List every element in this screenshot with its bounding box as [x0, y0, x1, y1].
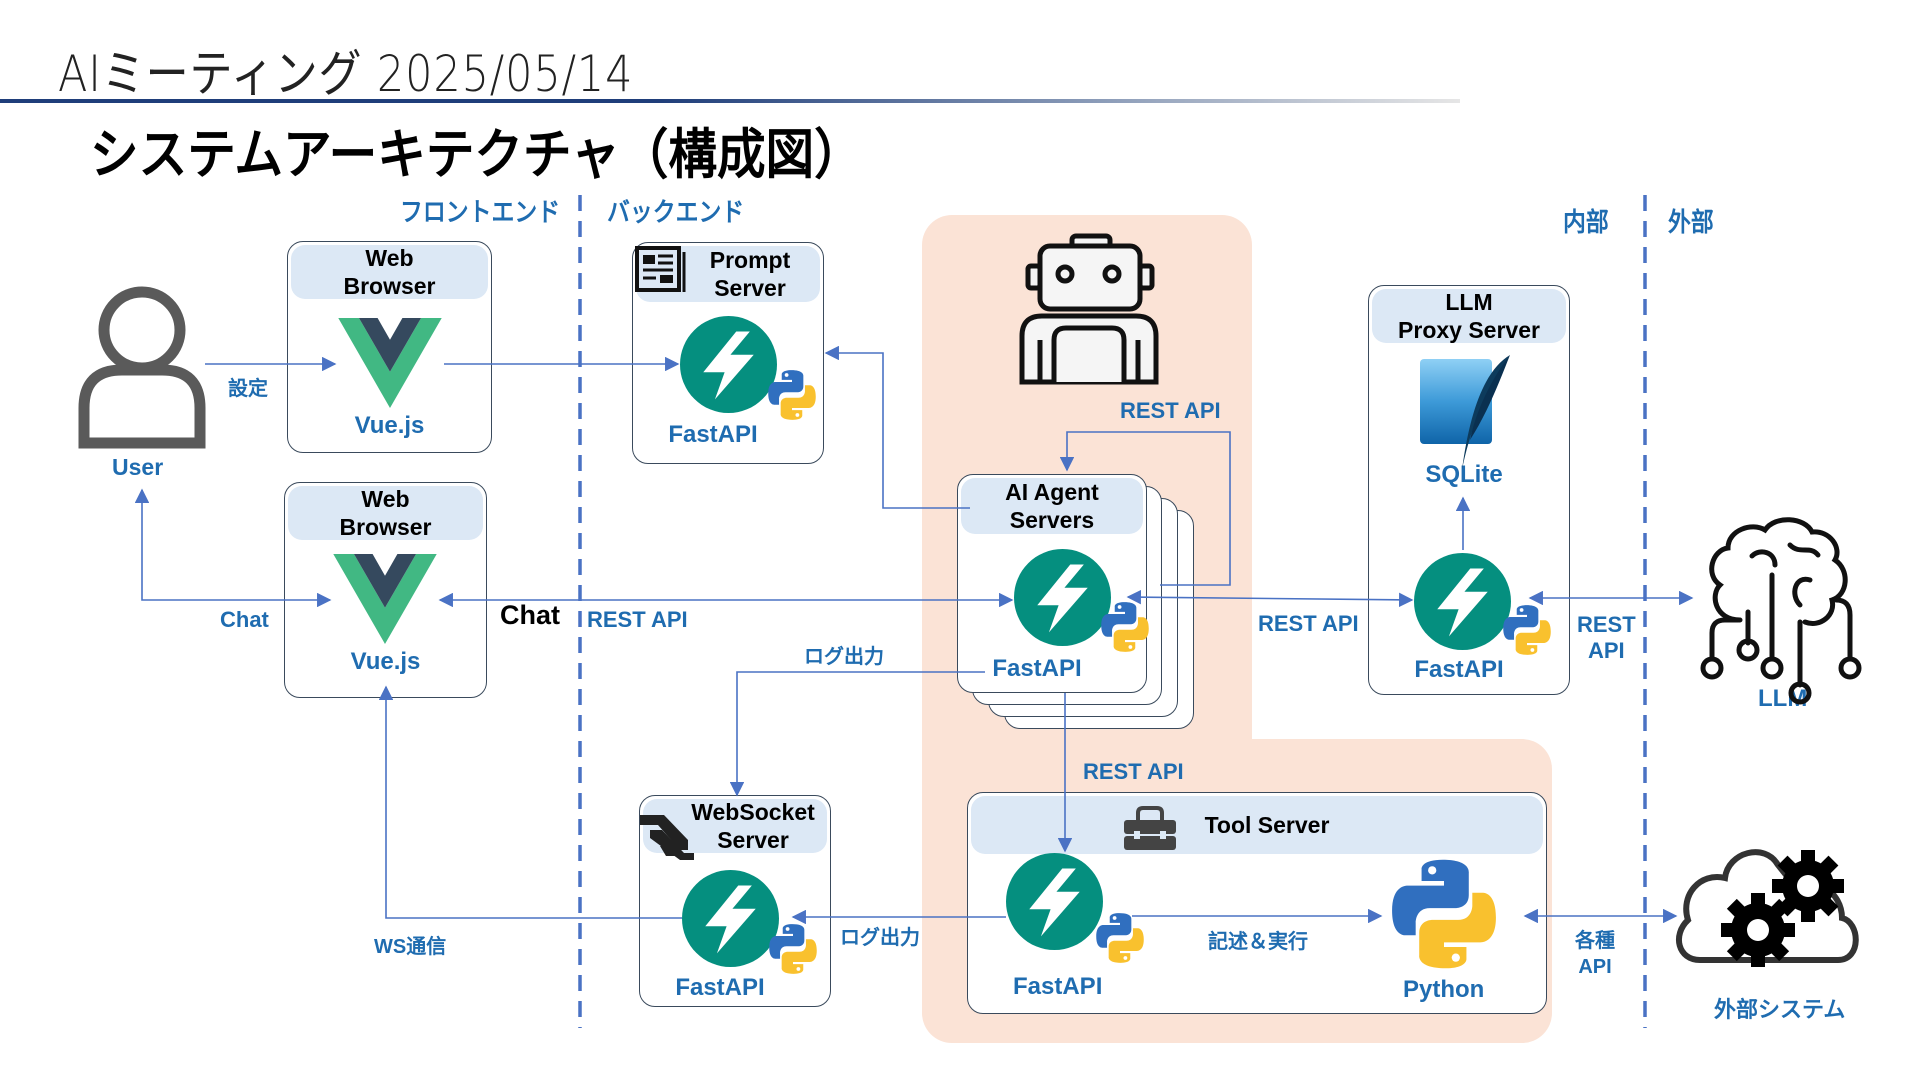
slide-title: システムアーキテクチャ（構成図）: [90, 123, 863, 186]
web-browser-chat[interactable]: Web Browser Vue.js: [284, 482, 487, 698]
zone-label-external: 外部: [1668, 208, 1714, 238]
tech-label-fastapi: FastAPI: [992, 655, 1082, 682]
connection-label-write-execute: 記述＆実行: [1208, 931, 1308, 953]
tech-label-fastapi: FastAPI: [1013, 973, 1103, 1000]
component-header: Web Browser: [288, 486, 483, 540]
tech-label-python: Python: [1403, 976, 1485, 1003]
connection-label-settings: 設定: [228, 378, 268, 400]
llm-proxy-server[interactable]: LLM Proxy Server SQLite FastAPI: [1368, 285, 1570, 695]
tech-label-fastapi: FastAPI: [1414, 656, 1504, 683]
meeting-title: AIミーティング 2025/05/14: [58, 45, 634, 103]
component-title: Server: [714, 275, 786, 301]
external-system-label: 外部システム: [1714, 997, 1846, 1022]
component-title: Browser: [339, 514, 432, 540]
connection-label-rest-api-tool: REST API: [1083, 759, 1184, 784]
zone-label-frontend: フロントエンド: [400, 198, 561, 228]
component-title: Web: [365, 245, 414, 271]
component-title: Browser: [343, 273, 436, 299]
websocket-server[interactable]: WebSocket Server FastAPI: [639, 795, 831, 1007]
connection-label-chat: Chat: [500, 600, 560, 630]
connection-label-log-agent: ログ出力: [804, 646, 884, 668]
brain-icon: [1700, 517, 1862, 705]
connection-label-rest-api-loop: REST API: [1120, 398, 1221, 423]
zone-label-internal: 内部: [1563, 208, 1609, 238]
component-header: Tool Server: [971, 796, 1543, 854]
llm-label: LLM: [1758, 685, 1808, 712]
zone-label-backend: バックエンド: [607, 198, 745, 228]
user-label: User: [112, 454, 164, 480]
component-title: WebSocket: [691, 799, 815, 825]
connector-ws: [378, 685, 682, 919]
connection-label-rest-api-chat: REST API: [587, 607, 688, 632]
tech-label-fastapi: FastAPI: [675, 974, 765, 1001]
tech-label-vue: Vue.js: [354, 412, 425, 439]
ai-agent-servers[interactable]: AI Agent Servers FastAPI: [957, 474, 1147, 693]
connection-label-line: REST: [1577, 612, 1636, 637]
component-title: Proxy Server: [1398, 317, 1540, 343]
connection-label-line: API: [1588, 638, 1625, 663]
tech-label-vue: Vue.js: [350, 648, 421, 675]
user-icon: [78, 286, 206, 449]
cloud-gears-icon: [1676, 849, 1859, 967]
connection-label-user-chat: Chat: [220, 607, 269, 632]
component-header: Prompt Server: [636, 246, 820, 302]
header-rule: [0, 99, 1460, 103]
tech-label-fastapi: FastAPI: [668, 421, 758, 448]
component-title: LLM: [1445, 289, 1493, 315]
component-header: WebSocket Server: [643, 799, 827, 853]
connection-label-various-api: 各種 API: [1575, 928, 1615, 980]
connection-label-log-tool: ログ出力: [840, 927, 920, 949]
component-title: AI Agent: [1005, 479, 1099, 505]
connection-label-line: 各種: [1575, 930, 1615, 952]
web-browser-settings[interactable]: Web Browser Vue.js: [287, 241, 492, 453]
connection-label-line: API: [1578, 956, 1612, 978]
tech-label-sqlite: SQLite: [1425, 461, 1503, 488]
connection-label-ws: WS通信: [374, 936, 447, 958]
connection-label-rest-api-llm: REST API: [1258, 611, 1359, 636]
component-title: Prompt: [709, 247, 791, 273]
component-header: Web Browser: [291, 245, 488, 299]
tool-server[interactable]: Tool Server FastAPI Python: [967, 792, 1547, 1014]
component-title: Tool Server: [1204, 812, 1330, 838]
component-title: Server: [717, 827, 789, 853]
component-header: AI Agent Servers: [961, 478, 1143, 534]
connection-label-rest-api-external: REST API: [1577, 612, 1636, 664]
component-header: LLM Proxy Server: [1372, 289, 1566, 343]
component-title: Web: [361, 486, 410, 512]
component-title: Servers: [1009, 507, 1095, 533]
prompt-server[interactable]: Prompt Server FastAPI: [632, 242, 824, 464]
